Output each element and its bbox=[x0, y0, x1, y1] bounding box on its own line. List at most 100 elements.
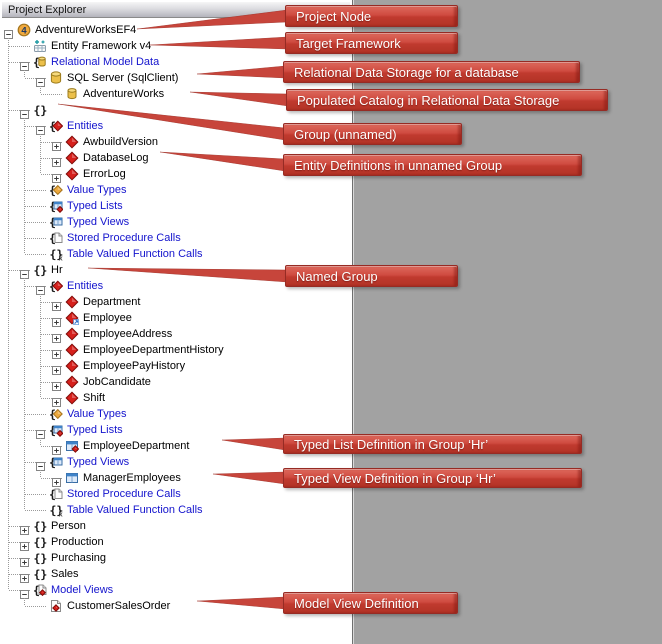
tree-node-label[interactable]: Purchasing bbox=[51, 552, 107, 564]
entity-diamond-subtype-icon bbox=[65, 311, 80, 326]
tree-expand-toggle[interactable] bbox=[52, 170, 61, 183]
svg-text:{}: {} bbox=[34, 536, 48, 550]
tree-node-label[interactable]: Stored Procedure Calls bbox=[67, 488, 181, 500]
tree-guide bbox=[8, 454, 9, 470]
svg-text:{: { bbox=[33, 584, 40, 598]
tree-node-label[interactable]: Value Types bbox=[67, 184, 127, 196]
tree-node-label[interactable]: Person bbox=[51, 520, 86, 532]
tree-node-label[interactable]: Entities bbox=[67, 280, 104, 292]
tree-node-label[interactable]: Relational Model Data bbox=[51, 56, 160, 68]
tree-node-label[interactable]: CustomerSalesOrder bbox=[67, 600, 171, 612]
tree-expand-toggle[interactable] bbox=[36, 122, 45, 135]
callout-label: Typed List Definition in Group ‘Hr’ bbox=[294, 436, 489, 452]
tree-node-label[interactable]: Value Types bbox=[67, 408, 127, 420]
tree-node-label[interactable]: AwbuildVersion bbox=[83, 136, 159, 148]
tree-guide bbox=[25, 238, 47, 239]
tree-guide bbox=[25, 222, 47, 223]
tree-expand-toggle[interactable] bbox=[36, 282, 45, 295]
tree-expand-toggle[interactable] bbox=[52, 394, 61, 407]
tree-node-label[interactable]: DatabaseLog bbox=[83, 152, 149, 164]
braces-function-icon: {}x bbox=[49, 247, 64, 263]
tree-node-label[interactable]: Production bbox=[51, 536, 104, 548]
tree-node-label[interactable]: Entities bbox=[67, 120, 104, 132]
tree-guide bbox=[24, 342, 25, 358]
tree-expand-toggle[interactable] bbox=[52, 474, 61, 487]
tree-guide bbox=[24, 486, 25, 494]
tree-node-label[interactable]: Typed Lists bbox=[67, 200, 123, 212]
braces-group-icon: {} bbox=[33, 535, 48, 550]
tree-guide bbox=[24, 470, 25, 486]
tree-expand-toggle[interactable] bbox=[20, 586, 29, 599]
tree-expand-toggle[interactable] bbox=[36, 458, 45, 471]
callout-label: Target Framework bbox=[296, 35, 401, 51]
tree-node-label[interactable]: Stored Procedure Calls bbox=[67, 232, 181, 244]
tree-node-label[interactable]: SQL Server (SqlClient) bbox=[67, 72, 179, 84]
tree-expand-toggle[interactable] bbox=[52, 138, 61, 151]
tree-expand-toggle[interactable] bbox=[52, 298, 61, 311]
braces-typedview-icon: { bbox=[49, 455, 63, 470]
callout-banner: Typed List Definition in Group ‘Hr’ bbox=[283, 434, 582, 454]
tree-expand-toggle[interactable] bbox=[4, 26, 13, 39]
tree-node-label[interactable]: EmployeeDepartment bbox=[83, 440, 190, 452]
tree-expand-toggle[interactable] bbox=[52, 442, 61, 455]
tree-node-label[interactable]: Entity Framework v4 bbox=[51, 40, 152, 52]
tree-guide bbox=[40, 318, 41, 326]
callout-label: Populated Catalog in Relational Data Sto… bbox=[297, 92, 560, 108]
tree-node-label[interactable]: EmployeePayHistory bbox=[83, 360, 186, 372]
tree-expand-toggle[interactable] bbox=[20, 522, 29, 535]
tree-node-label[interactable]: EmployeeAddress bbox=[83, 328, 173, 340]
tree-expand-toggle[interactable] bbox=[36, 74, 45, 87]
tree-node-label[interactable]: AdventureWorksEF4 bbox=[35, 24, 137, 36]
tree-node-label[interactable]: Employee bbox=[83, 312, 132, 324]
tree-node: {} bbox=[0, 102, 352, 119]
tree-guide bbox=[24, 70, 25, 78]
tree-guide bbox=[9, 46, 31, 47]
tree-node-label[interactable]: Typed Views bbox=[67, 216, 130, 228]
tree-guide bbox=[24, 134, 25, 150]
tree-guide bbox=[24, 462, 25, 470]
tree-guide bbox=[8, 214, 9, 230]
tree-guide bbox=[40, 310, 41, 318]
tree-guide bbox=[24, 166, 25, 182]
tree-node-label[interactable]: Table Valued Function Calls bbox=[67, 248, 203, 260]
tree-node-label[interactable]: ErrorLog bbox=[83, 168, 126, 180]
svg-text:{}: {} bbox=[50, 504, 64, 518]
tree-expand-toggle[interactable] bbox=[52, 154, 61, 167]
tree-node: ManagerEmployees bbox=[0, 470, 352, 487]
tree-expand-toggle[interactable] bbox=[20, 554, 29, 567]
tree-node-label[interactable]: AdventureWorks bbox=[83, 88, 165, 100]
tree-node: Shift bbox=[0, 390, 352, 407]
tree-node-label[interactable]: EmployeeDepartmentHistory bbox=[83, 344, 224, 356]
tree-node-label[interactable]: Typed Lists bbox=[67, 424, 123, 436]
tree-node-label[interactable]: JobCandidate bbox=[83, 376, 151, 388]
tree-node-label[interactable]: Table Valued Function Calls bbox=[67, 504, 203, 516]
callout-banner: Model View Definition bbox=[283, 592, 458, 614]
tree-expand-toggle[interactable] bbox=[52, 362, 61, 375]
tree-guide bbox=[24, 454, 25, 462]
braces-group-icon: {} bbox=[33, 519, 48, 534]
tree-expand-toggle[interactable] bbox=[20, 570, 29, 583]
tree-node: CustomerSalesOrder bbox=[0, 598, 352, 614]
tree-expand-toggle[interactable] bbox=[20, 106, 29, 119]
tree-guide bbox=[24, 494, 25, 502]
tree-expand-toggle[interactable] bbox=[52, 330, 61, 343]
tree-node-label[interactable]: Hr bbox=[51, 264, 63, 276]
tree-expand-toggle[interactable] bbox=[20, 266, 29, 279]
tree-node-label[interactable]: ManagerEmployees bbox=[83, 472, 181, 484]
typedlist-table-icon bbox=[65, 439, 80, 453]
tree-node-label[interactable]: Department bbox=[83, 296, 141, 308]
tree-expand-toggle[interactable] bbox=[52, 314, 61, 327]
tree-expand-toggle[interactable] bbox=[20, 538, 29, 551]
tree-expand-toggle[interactable] bbox=[52, 378, 61, 391]
tree-guide bbox=[24, 150, 25, 166]
tree-node-label[interactable]: Typed Views bbox=[67, 456, 130, 468]
entity-diamond-icon bbox=[65, 167, 79, 181]
tree-expand-toggle[interactable] bbox=[36, 426, 45, 439]
tree-expand-toggle[interactable] bbox=[20, 58, 29, 71]
tree-expand-toggle[interactable] bbox=[52, 346, 61, 359]
braces-entity-icon: { bbox=[49, 279, 64, 294]
tree-node-label[interactable]: Model Views bbox=[51, 584, 114, 596]
braces-valuetype-icon: { bbox=[49, 183, 63, 198]
tree-node-label[interactable]: Sales bbox=[51, 568, 79, 580]
tree-node-label[interactable]: Shift bbox=[83, 392, 106, 404]
